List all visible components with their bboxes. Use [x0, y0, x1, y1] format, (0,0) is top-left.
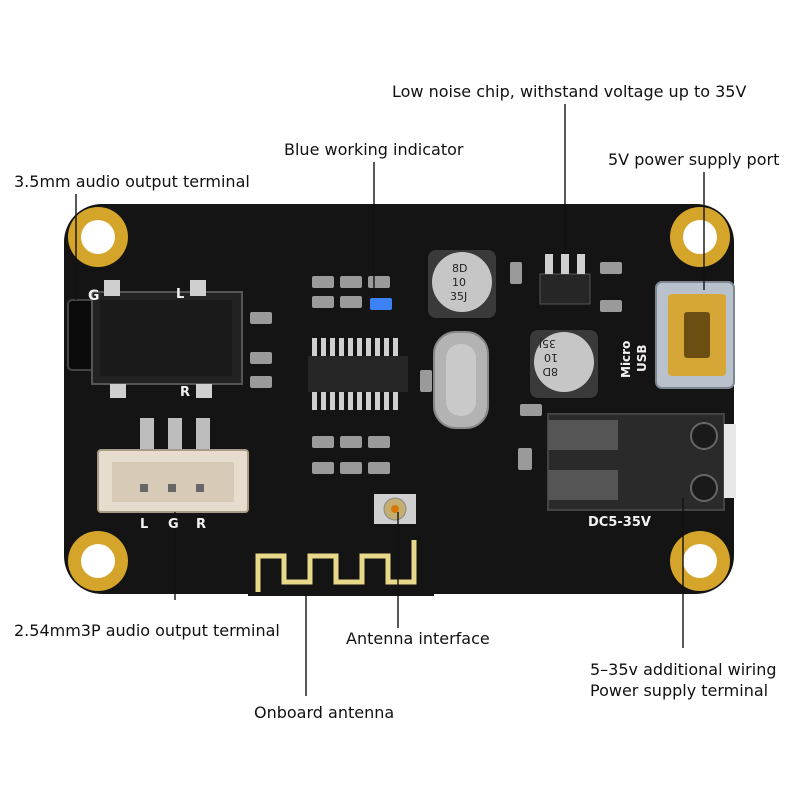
main-ic-chip — [308, 338, 408, 410]
silk-cap-top-2: 10 — [452, 276, 466, 289]
mounting-hole-top-right — [670, 207, 730, 267]
antenna-connector — [374, 494, 416, 524]
mounting-hole-bottom-right — [670, 531, 730, 591]
silk-jst-g: G — [168, 517, 179, 532]
label-antenna-interface: Antenna interface — [346, 629, 490, 648]
label-additional-wiring-line2: Power supply terminal — [590, 681, 769, 700]
silk-jst-l: L — [140, 517, 148, 532]
silk-usb: USB — [635, 344, 649, 372]
label-onboard-antenna: Onboard antenna — [254, 703, 395, 722]
capacitor-bottom — [530, 330, 598, 398]
label-power-port: 5V power supply port — [608, 150, 780, 169]
micro-usb-port — [655, 281, 735, 389]
audio-jack-35mm — [67, 280, 243, 398]
onboard-antenna — [248, 540, 434, 596]
silk-jst-r: R — [196, 517, 206, 532]
mounting-hole-top-left — [68, 207, 128, 267]
silk-dc-range: DC5-35V — [588, 515, 651, 530]
screw-terminal — [547, 413, 736, 511]
silk-jack-r: R — [180, 385, 190, 400]
silk-cap-bottom-2: 10 — [544, 351, 558, 364]
silk-cap-top-3: 35J — [450, 290, 467, 303]
smd-components — [250, 262, 622, 474]
silk-jack-g: G — [88, 288, 100, 304]
label-blue-indicator: Blue working indicator — [284, 140, 464, 159]
silk-micro: Micro — [619, 341, 633, 378]
label-low-noise-chip: Low noise chip, withstand voltage up to … — [392, 82, 747, 101]
crystal-oscillator — [433, 331, 489, 429]
silk-cap-bottom-3: 35J — [539, 337, 556, 350]
label-audio-35mm: 3.5mm audio output terminal — [14, 172, 250, 191]
silk-jack-l: L — [176, 287, 184, 302]
low-noise-regulator — [539, 254, 591, 305]
jst-connector-3p — [97, 418, 249, 513]
capacitor-top — [428, 250, 496, 318]
pcb-board — [64, 204, 734, 594]
silk-cap-bottom-1: 8D — [543, 365, 558, 378]
label-audio-254mm: 2.54mm3P audio output terminal — [14, 621, 280, 640]
mounting-hole-bottom-left — [68, 531, 128, 591]
label-additional-wiring-line1: 5–35v additional wiring — [590, 660, 777, 679]
silk-cap-top-1: 8D — [452, 262, 467, 275]
blue-led — [370, 298, 392, 310]
